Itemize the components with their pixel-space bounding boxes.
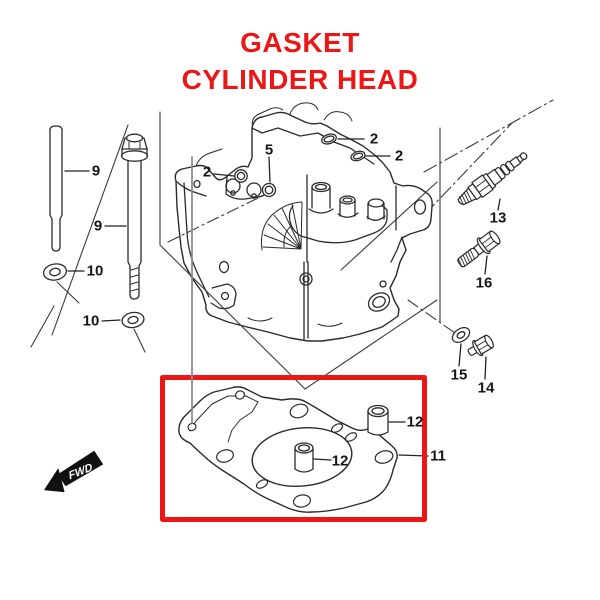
washer-10-lower bbox=[121, 311, 145, 329]
dowel-ring-5 bbox=[261, 182, 277, 198]
o-ring-2-left bbox=[234, 169, 248, 183]
fwd-arrow: FWD bbox=[44, 450, 103, 493]
section-lines bbox=[159, 181, 438, 390]
part-label-2: 2 bbox=[394, 147, 404, 165]
cylinder-gasket-11 bbox=[178, 386, 398, 513]
part-label-9: 9 bbox=[93, 217, 103, 235]
part-label-12: 12 bbox=[406, 413, 424, 431]
leader-lines bbox=[64, 138, 501, 461]
bolt-14 bbox=[467, 334, 494, 357]
spark-plug-13 bbox=[457, 152, 528, 206]
part-label-2: 2 bbox=[202, 163, 212, 181]
dowel-pin-12-right bbox=[367, 404, 389, 436]
page-title-line2: CYLINDER HEAD bbox=[181, 64, 419, 95]
part-label-10: 10 bbox=[82, 312, 100, 330]
fwd-arrow-label: FWD bbox=[68, 461, 94, 482]
flange-bolt-9 bbox=[120, 133, 149, 300]
washer-15 bbox=[451, 326, 471, 344]
page-title: GASKET CYLINDER HEAD bbox=[0, 24, 600, 98]
o-ring-2-right bbox=[350, 150, 366, 162]
part-label-9: 9 bbox=[91, 162, 101, 180]
page-title-line1: GASKET bbox=[240, 27, 360, 58]
o-ring-2-top bbox=[321, 133, 337, 145]
part-label-14: 14 bbox=[477, 379, 495, 397]
dowel-pin-12-center bbox=[294, 442, 314, 473]
bolt-16 bbox=[457, 230, 501, 268]
washer-10-upper bbox=[42, 263, 68, 281]
part-label-5: 5 bbox=[264, 141, 274, 159]
part-label-10: 10 bbox=[86, 262, 104, 280]
highlight-box bbox=[160, 375, 427, 522]
part-label-12: 12 bbox=[331, 452, 349, 470]
part-label-16: 16 bbox=[475, 274, 493, 292]
part-label-15: 15 bbox=[450, 366, 468, 384]
part-label-13: 13 bbox=[489, 209, 507, 227]
part-label-2: 2 bbox=[369, 130, 379, 148]
part-label-11: 11 bbox=[430, 447, 446, 465]
stud-bolt-9-left bbox=[49, 125, 63, 252]
